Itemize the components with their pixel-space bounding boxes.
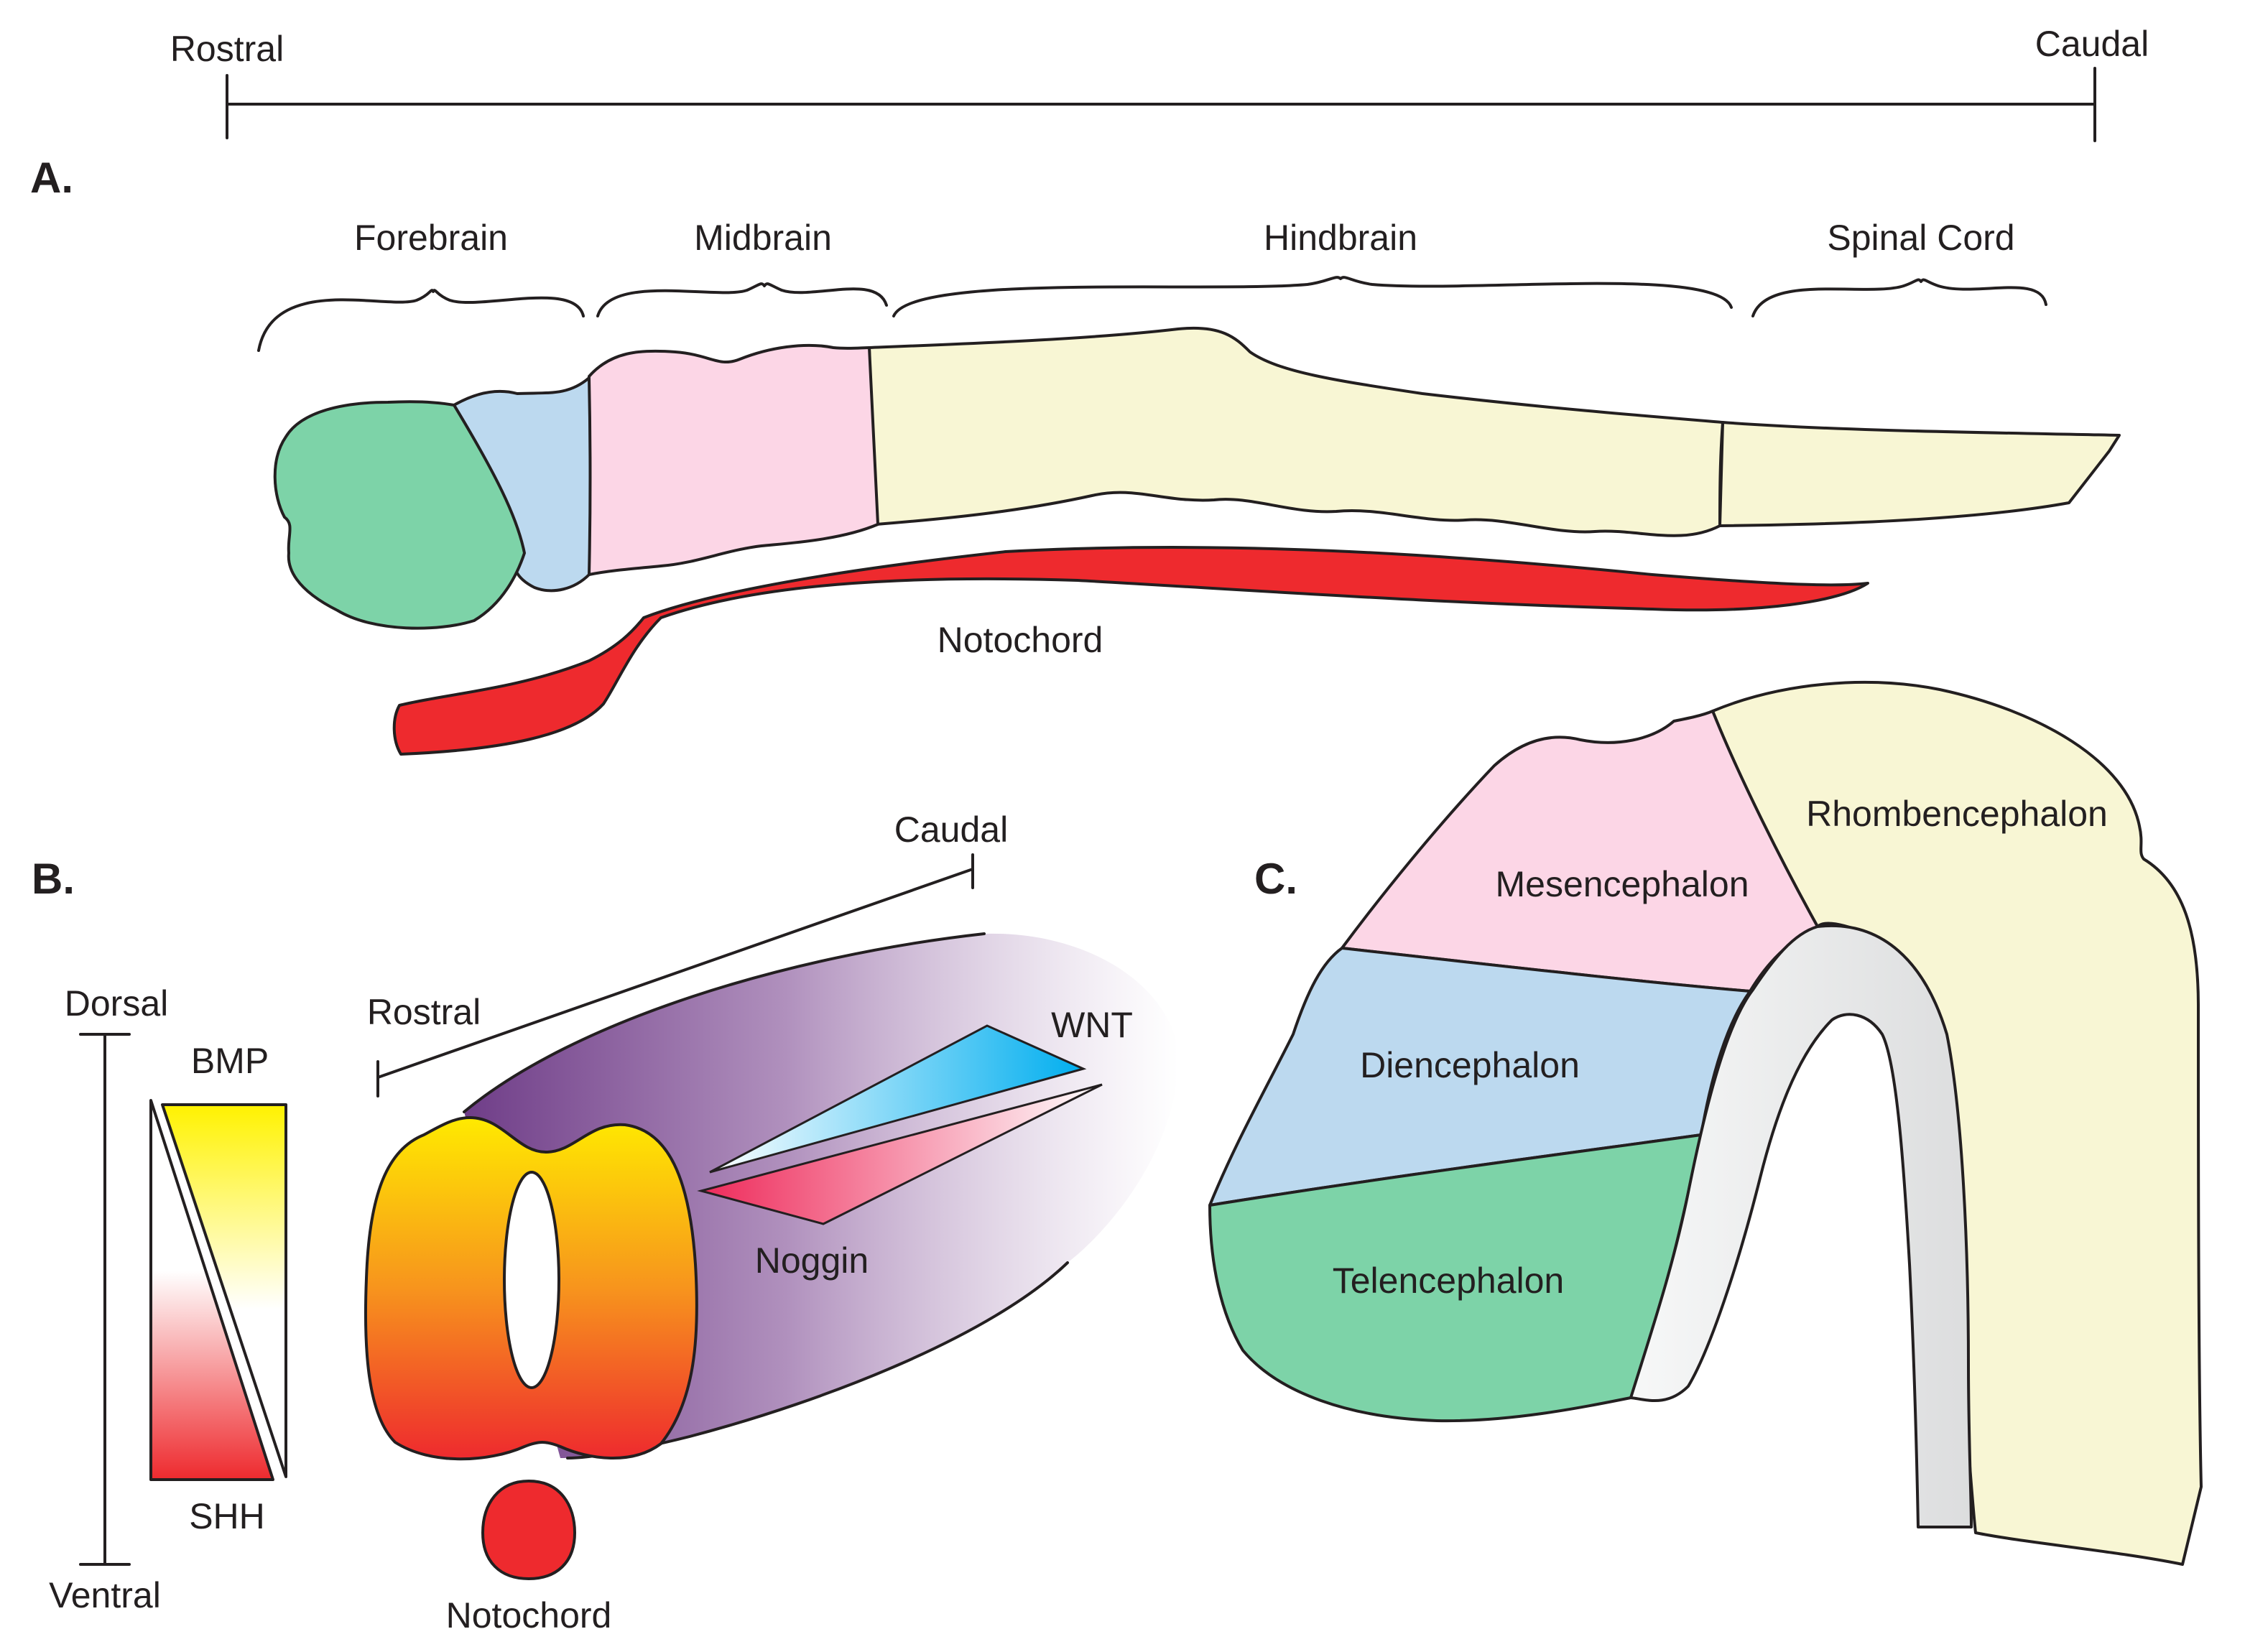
midbrain-brace [596,282,888,317]
notochord-b-shape [481,1480,576,1580]
midbrain-label: Midbrain [694,218,832,258]
shh-label: SHH [189,1496,265,1536]
panel-b-letter: B. [32,855,75,903]
caudal-b-label: Caudal [894,809,1008,850]
noggin-gradient-triangle [697,1083,1103,1225]
neural-canal [503,1171,560,1389]
hindbrain-segment [868,326,1724,537]
axis-caudal-label: Caudal [2035,24,2149,64]
neural-tube-top-edge [463,932,986,1113]
wnt-gradient-triangle [709,1024,1087,1174]
notochord-a-label: Notochord [938,620,1103,660]
ventral-label: Ventral [49,1575,161,1615]
forebrain-label: Forebrain [354,218,508,258]
floor-plate-region [1629,924,1973,1528]
hindbrain-brace [892,276,1733,317]
rostral-b-label: Rostral [367,992,481,1032]
noggin-label: Noggin [755,1240,869,1281]
midbrain-segment [587,343,879,576]
wnt-label: WNT [1051,1005,1133,1045]
notochord-b-label: Notochord [446,1595,612,1635]
bmp-label: BMP [191,1041,269,1081]
notochord-a-shape [392,546,1869,756]
forebrain-brace [257,289,585,352]
diencephalon-label: Diencephalon [1360,1045,1580,1085]
shh-gradient-triangle [149,1099,274,1481]
forebrain-green-segment [273,400,526,630]
panel-a-letter: A. [30,154,73,202]
rhombencephalon-label: Rhombencephalon [1806,794,2108,834]
panel-c: C. Mesencephalon Rhombencephalon Diencep… [1208,681,2203,1566]
top-axis: Rostral Caudal [170,24,2149,142]
spinal-cord-segment [1718,421,2121,527]
telencephalon-label: Telencephalon [1333,1261,1565,1301]
bmp-gradient-triangle [161,1103,287,1478]
panel-c-letter: C. [1254,855,1297,903]
panel-b: B. Dorsal Ventral BMP SHH Rostral Caudal… [32,809,1179,1635]
dorsal-label: Dorsal [65,983,168,1024]
mesencephalon-label: Mesencephalon [1495,864,1749,904]
hindbrain-label: Hindbrain [1264,218,1417,258]
panel-a: A. Forebrain Midbrain Hindbrain Spinal C… [30,154,2121,756]
spinal-cord-brace [1751,278,2047,317]
axis-rostral-label: Rostral [170,29,284,69]
spinal-cord-label: Spinal Cord [1827,218,2014,258]
